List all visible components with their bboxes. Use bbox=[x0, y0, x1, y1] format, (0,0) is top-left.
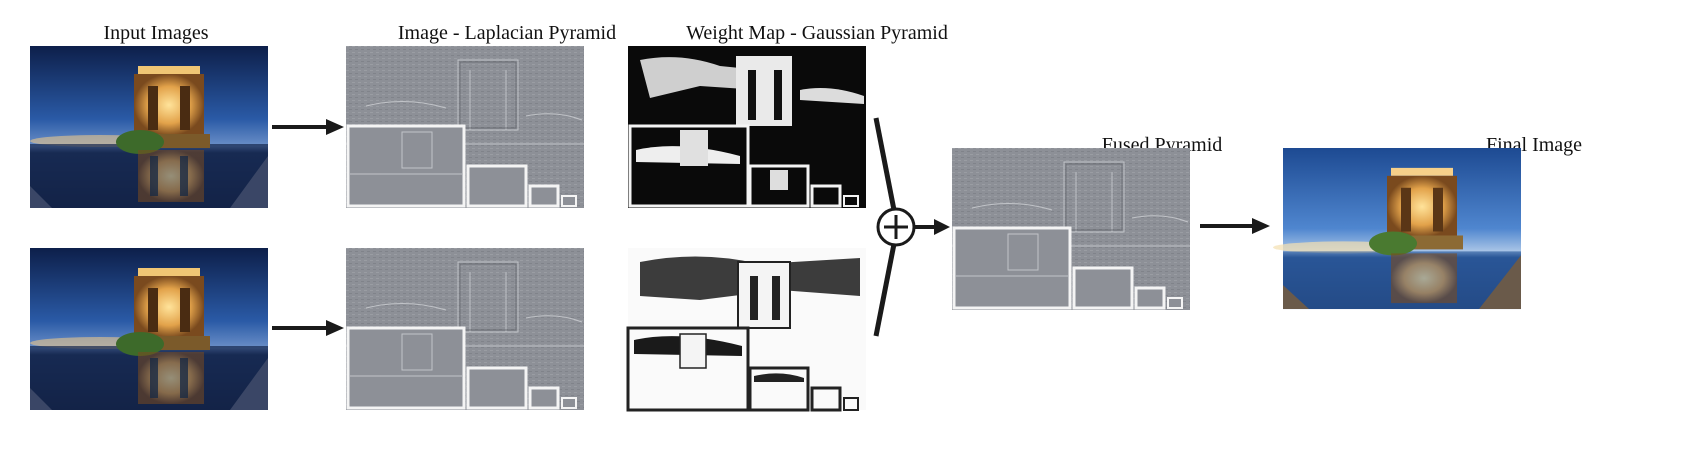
input-image-bottom bbox=[30, 248, 268, 410]
plus-circle-icon bbox=[876, 207, 916, 247]
final-image bbox=[1273, 148, 1521, 310]
laplacian-pyramid-top bbox=[344, 44, 586, 210]
merge-connector bbox=[873, 117, 897, 337]
title-laplacian-pyramid: Image - Laplacian Pyramid bbox=[397, 22, 617, 44]
right-arrow-icon bbox=[1200, 218, 1270, 234]
fused-pyramid bbox=[950, 146, 1192, 312]
right-arrow-icon bbox=[914, 219, 950, 235]
right-arrow-icon bbox=[272, 119, 344, 135]
weight-map-pyramid-top bbox=[628, 46, 866, 208]
title-weight-map-gaussian: Weight Map - Gaussian Pyramid bbox=[686, 22, 948, 44]
weight-map-pyramid-bottom bbox=[626, 248, 866, 412]
right-arrow-icon bbox=[272, 320, 344, 336]
title-input-images: Input Images bbox=[103, 22, 209, 44]
laplacian-pyramid-bottom bbox=[344, 246, 586, 412]
input-image-top bbox=[30, 46, 268, 208]
